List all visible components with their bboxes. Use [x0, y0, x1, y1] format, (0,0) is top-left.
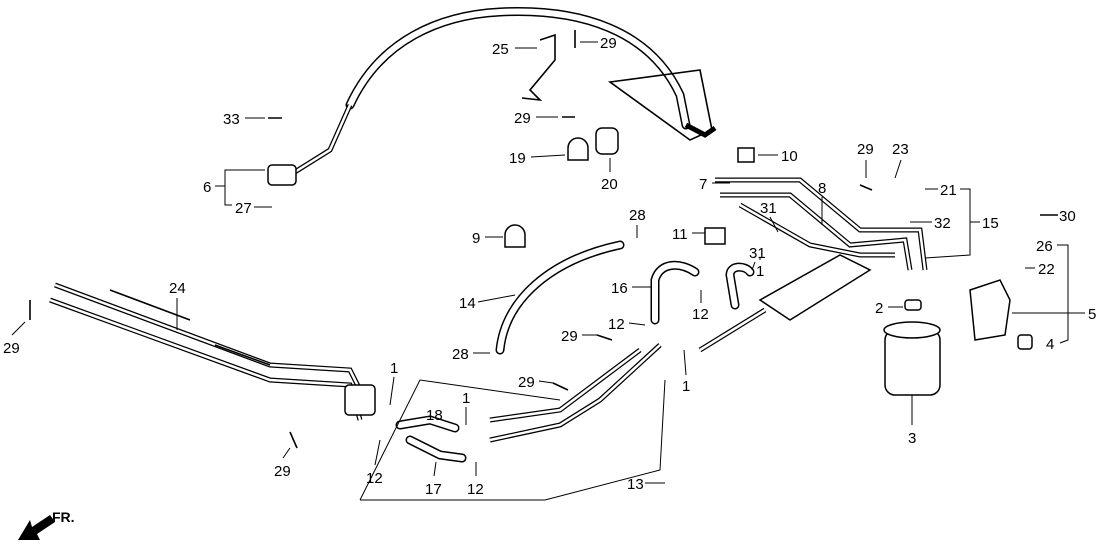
clamp-9: [504, 224, 526, 248]
callout-16: 16: [611, 280, 628, 297]
clamp-10: [737, 147, 755, 163]
callout-12: 12: [467, 481, 484, 498]
callout-8: 8: [818, 180, 826, 197]
callout-31: 31: [760, 200, 777, 217]
grommet-4: [1017, 334, 1033, 350]
callout-29: 29: [274, 463, 291, 480]
callout-5: 5: [1088, 306, 1096, 323]
callout-19: 19: [509, 150, 526, 167]
callout-25: 25: [492, 41, 509, 58]
callout-20: 20: [601, 176, 618, 193]
callout-28: 28: [629, 207, 646, 224]
callout-2: 2: [875, 300, 883, 317]
callout-14: 14: [459, 295, 476, 312]
hose-14: [495, 240, 625, 355]
callout-23: 23: [892, 141, 909, 158]
clamp-19: [567, 137, 589, 161]
callout-13: 13: [627, 476, 644, 493]
callout-26: 26: [1036, 238, 1053, 255]
callout-28: 28: [452, 346, 469, 363]
callout-29: 29: [600, 35, 617, 52]
callout-18: 18: [426, 407, 443, 424]
callout-27: 27: [235, 200, 252, 217]
callout-21: 21: [940, 182, 957, 199]
pipe-bundle: [715, 177, 928, 271]
front-direction-arrow: [18, 515, 55, 540]
callout-9: 9: [472, 230, 480, 247]
callout-7: 7: [699, 176, 707, 193]
callout-6: 6: [203, 179, 211, 196]
callout-29: 29: [561, 328, 578, 345]
callout-1: 1: [682, 378, 690, 395]
front-direction-label: FR.: [52, 509, 75, 525]
callout-29: 29: [3, 340, 20, 357]
callout-1: 1: [462, 390, 470, 407]
pipes-13: [489, 343, 662, 443]
callout-33: 33: [223, 111, 240, 128]
valve-body: [698, 254, 872, 353]
callout-12: 12: [366, 470, 383, 487]
rack-pipes-24: [49, 282, 376, 421]
callout-24: 24: [169, 280, 186, 297]
bracket-25: [521, 33, 556, 102]
clamp-11: [704, 227, 726, 245]
callout-4: 4: [1046, 336, 1054, 353]
callout-12: 12: [692, 306, 709, 323]
callout-10: 10: [781, 148, 798, 165]
callout-3: 3: [908, 430, 916, 447]
callout-30: 30: [1059, 208, 1076, 225]
callout-1: 1: [390, 360, 398, 377]
callout-22: 22: [1038, 261, 1055, 278]
callout-31: 31: [749, 245, 766, 262]
callout-29: 29: [857, 141, 874, 158]
callout-29: 29: [518, 374, 535, 391]
cushion-20: [595, 127, 619, 155]
high-pressure-hose: [267, 7, 717, 186]
callout-17: 17: [425, 481, 442, 498]
callout-12: 12: [608, 316, 625, 333]
reservoir-3: [883, 299, 941, 396]
callout-1: 1: [756, 263, 764, 280]
callout-29: 29: [514, 110, 531, 127]
bracket-5: [969, 279, 1011, 341]
callout-11: 11: [672, 226, 688, 243]
leader-lines: [11, 41, 1085, 501]
callout-15: 15: [982, 215, 999, 232]
callout-32: 32: [934, 215, 951, 232]
